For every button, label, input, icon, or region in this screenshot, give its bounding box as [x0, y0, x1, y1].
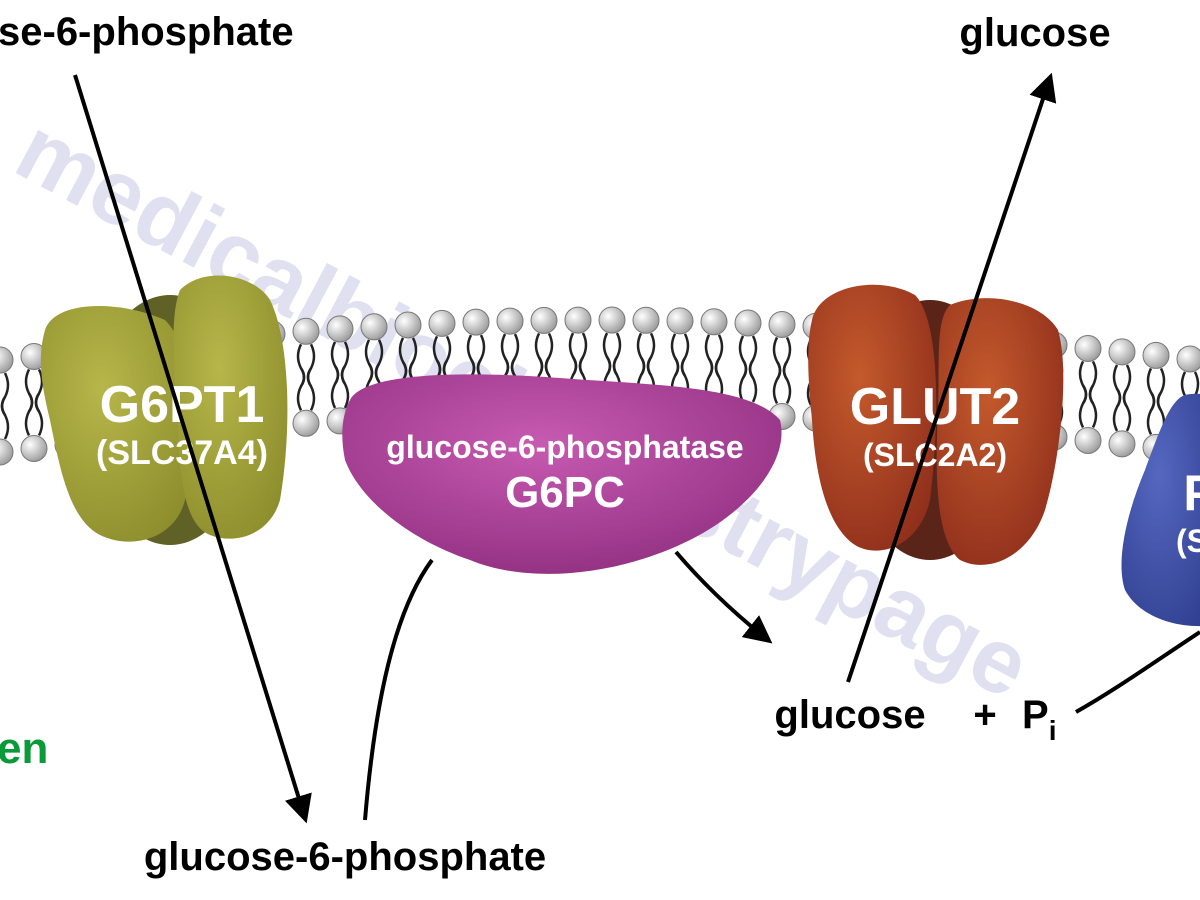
g6pt1-right-lobe: [173, 275, 288, 539]
phosphate-subscript: i: [1049, 715, 1057, 746]
glut2-transporter: GLUT2 (SLC2A2): [808, 284, 1064, 565]
pi-transport-arrow: [1075, 630, 1200, 714]
reaction-arrows: [73, 72, 1200, 824]
lipid-head: [292, 409, 320, 437]
lipid-tail: [340, 365, 350, 409]
g6p-to-g6pc-arrow: [363, 558, 434, 821]
top-right-glucose-label: glucose: [959, 11, 1110, 55]
lipid-head: [1176, 345, 1200, 373]
right-transporter-body: [1121, 393, 1200, 627]
lipid-tail: [1088, 384, 1098, 428]
lipid-head: [1074, 426, 1102, 454]
product-glucose-label: glucose: [774, 693, 925, 737]
lipid-tail: [296, 367, 306, 411]
right-transporter-gene: (S: [1176, 523, 1200, 559]
lipid-tail: [782, 360, 792, 405]
lipid-tail: [1112, 388, 1122, 432]
right-transporter: P (S: [1121, 393, 1200, 627]
lipid-head: [0, 438, 14, 466]
lipid-head: [326, 315, 354, 343]
lipid-head: [530, 306, 558, 334]
phosphate-label: Pi: [1022, 693, 1056, 746]
phosphate-p: P: [1022, 693, 1049, 737]
lipid-tail: [24, 392, 34, 437]
plus-sign: +: [973, 693, 996, 737]
lipid-head: [666, 307, 694, 335]
g6pc-body: [342, 374, 782, 574]
lipid-head: [496, 307, 524, 335]
lipid-head: [734, 309, 762, 337]
bottom-g6p-label: glucose-6-phosphate: [144, 835, 546, 879]
right-transporter-name: P: [1183, 465, 1200, 521]
lipid-tail: [1146, 391, 1156, 435]
top-left-label: se-6-phosphate: [0, 10, 294, 54]
lipid-tail: [1078, 384, 1088, 428]
lipid-tail: [738, 359, 748, 403]
lipid-head: [462, 308, 490, 336]
lipid-tail: [772, 360, 782, 405]
lipid-tail: [330, 365, 340, 409]
lipid-head: [0, 346, 14, 374]
g6pc-to-glucose-arrow: [674, 550, 773, 644]
lipid-head: [598, 306, 626, 334]
lipid-head: [292, 317, 320, 345]
lipid-head: [394, 311, 422, 339]
lipid-head: [768, 310, 796, 338]
lipid-head: [20, 434, 48, 462]
glut2-left-lobe: [808, 284, 937, 551]
lumen-label-fragment: en: [0, 724, 48, 773]
g6pc-enzyme: glucose-6-phosphatase G6PC: [342, 374, 782, 574]
g6pt1-gene: (SLC37A4): [96, 434, 268, 472]
lipid-head: [1108, 338, 1136, 366]
g6p-import-arrow: [73, 74, 312, 824]
lipid-tail: [0, 396, 10, 440]
lipid-head: [428, 309, 456, 337]
lipid-head: [632, 306, 660, 334]
lipid-head: [1074, 334, 1102, 362]
lipid-head: [700, 308, 728, 336]
glut2-gene: (SLC2A2): [863, 437, 1007, 473]
lipid-tail: [34, 392, 44, 437]
lipid-head: [1108, 430, 1136, 458]
g6pc-name: glucose-6-phosphatase: [386, 429, 743, 465]
lipid-tail: [306, 367, 316, 411]
g6pt1-transporter: G6PT1 (SLC37A4): [40, 275, 288, 545]
lipid-tail: [1122, 388, 1132, 432]
glut2-right-lobe: [936, 298, 1064, 565]
g6pt1-left-lobe: [40, 306, 194, 542]
lipid-head: [1142, 341, 1170, 369]
lipid-head: [564, 306, 592, 334]
glucose-export-arrow: [846, 72, 1057, 683]
lipid-head: [360, 313, 388, 341]
lipid-tail: [748, 359, 758, 403]
g6pc-gene: G6PC: [505, 468, 625, 517]
